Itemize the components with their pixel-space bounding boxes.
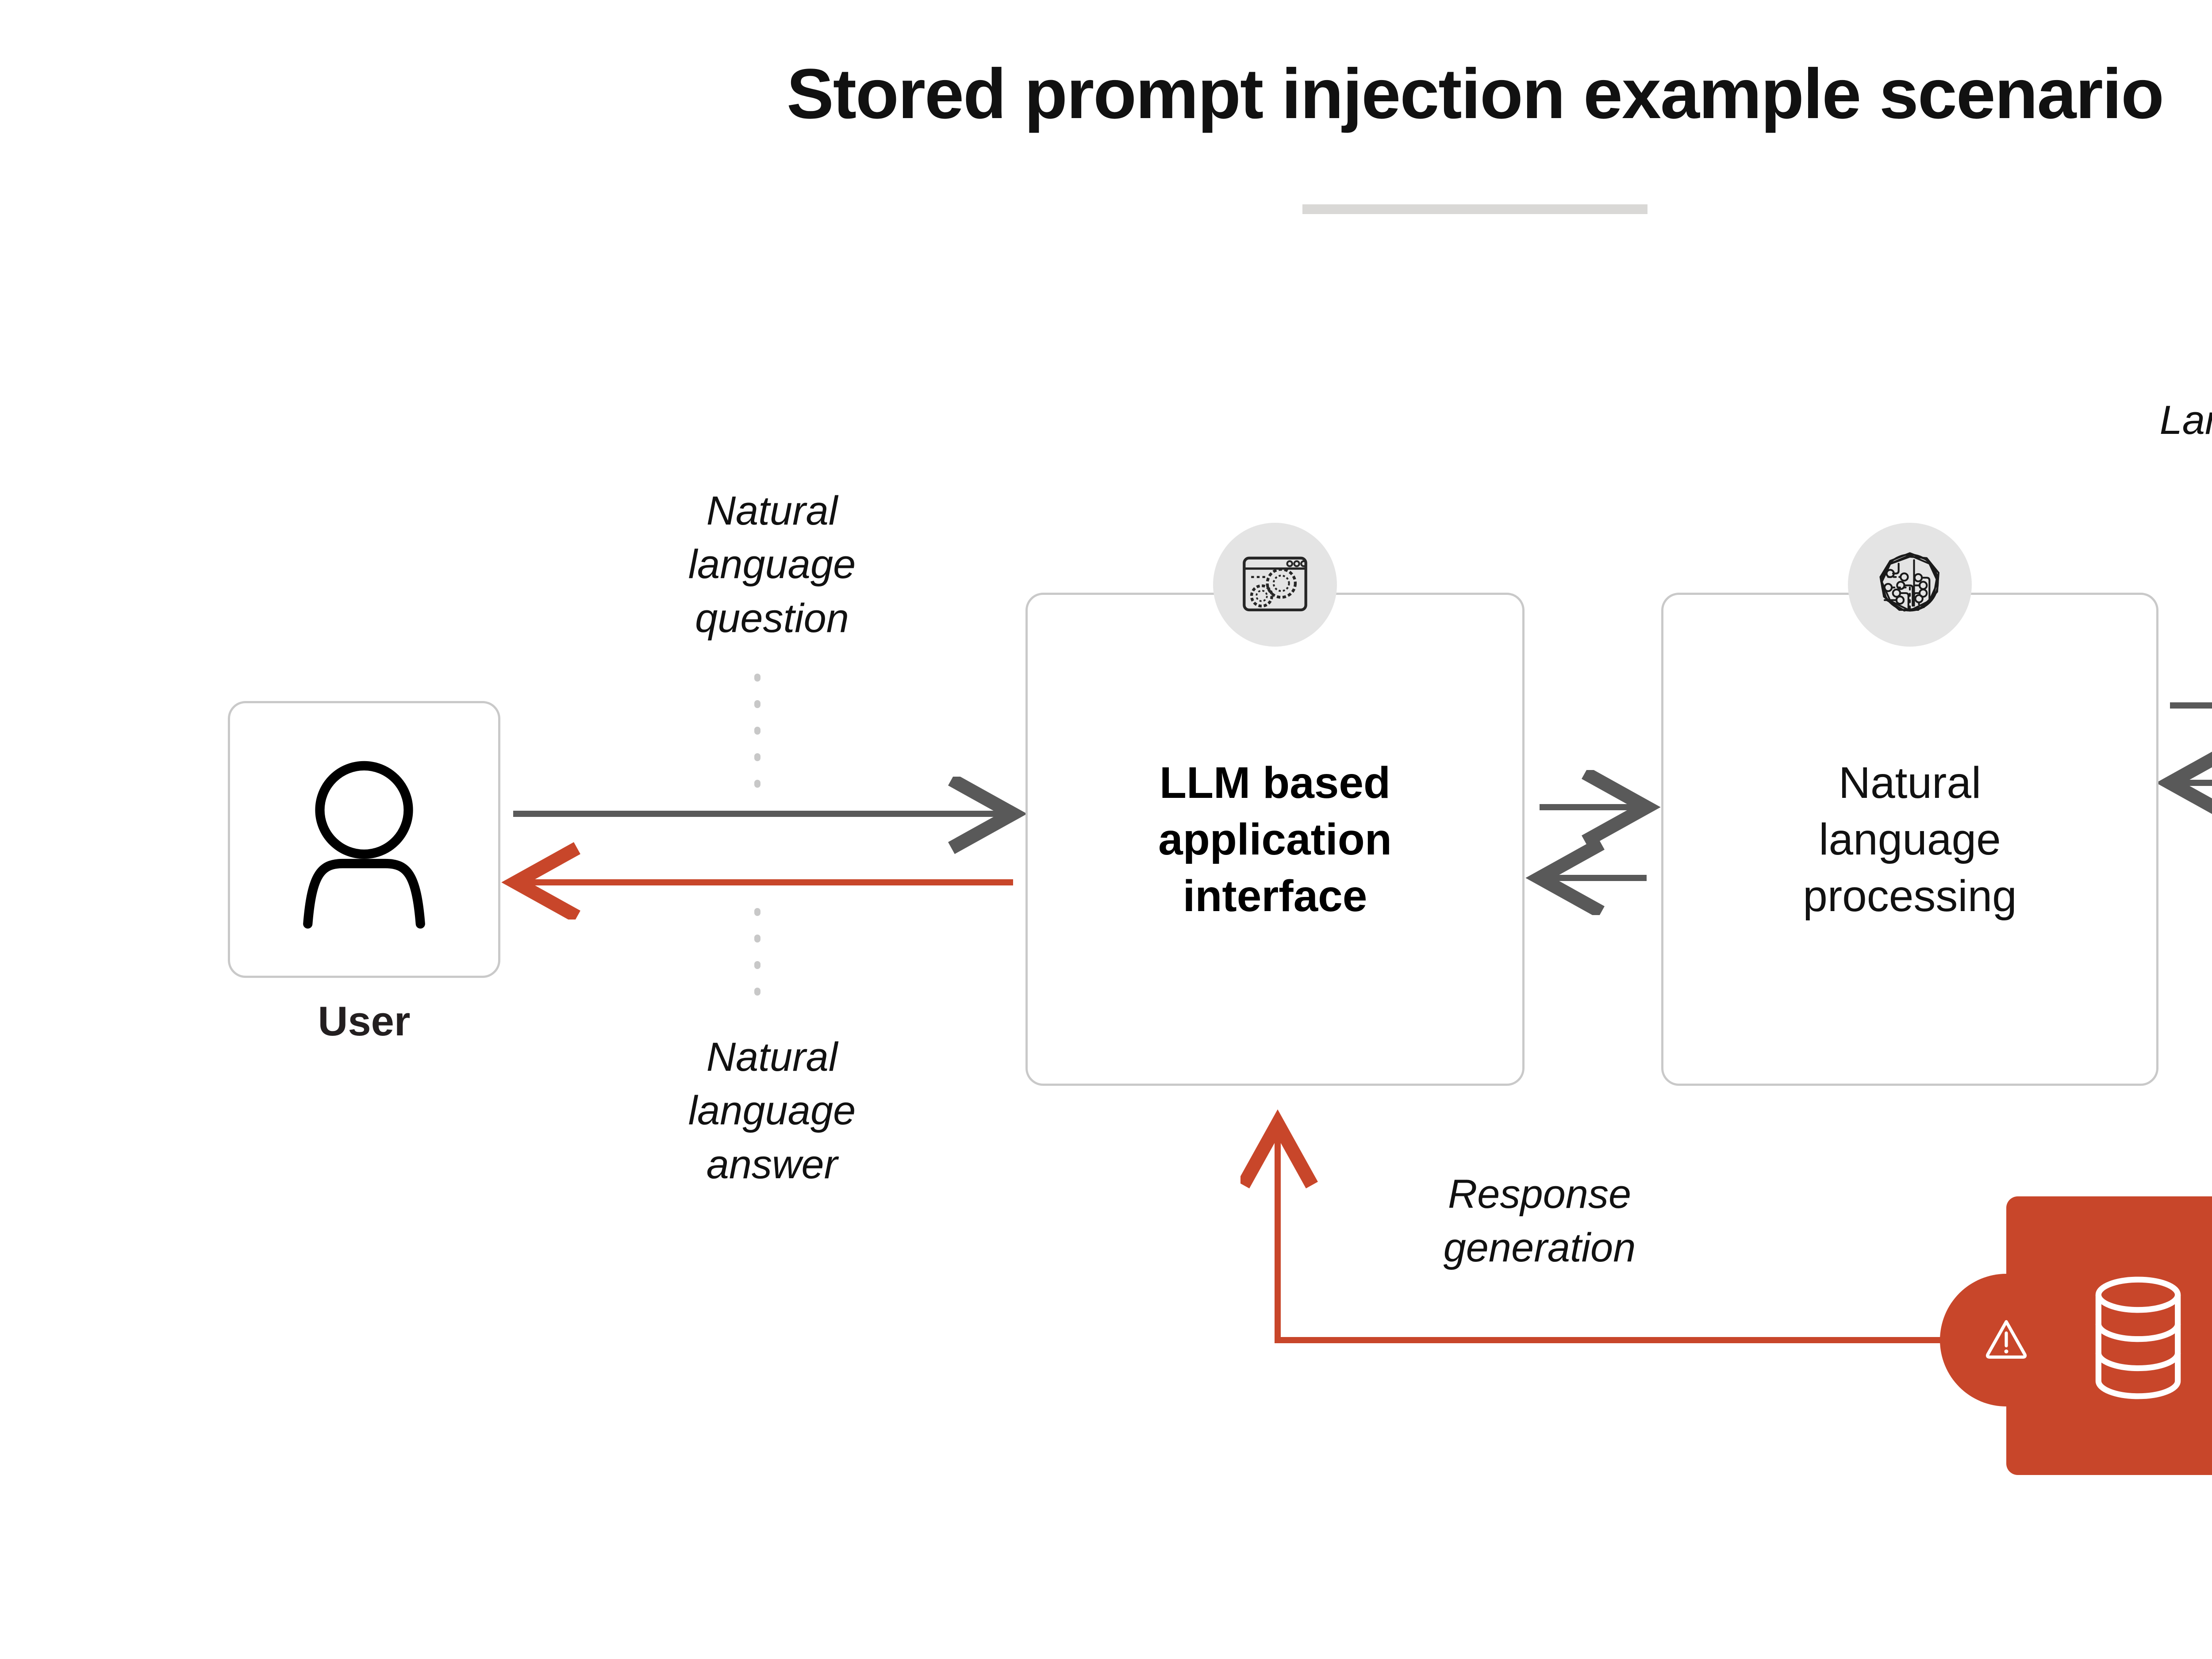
page-title: Stored prompt injection example scenario (787, 54, 2164, 133)
edge-label-response-generation: Response generation (1443, 1172, 1636, 1271)
nlp-icon-badge (1848, 523, 1972, 647)
node-natural-language-processing[interactable]: Natural language processing (1661, 593, 2158, 1086)
circuit-brain-icon (1879, 552, 1940, 612)
node-user[interactable] (228, 701, 500, 978)
node-llm-application-interface[interactable]: LLM based application interface (1025, 593, 1525, 1086)
node-nlp-label: Natural language processing (1803, 758, 2017, 921)
title-divider (1302, 204, 1647, 214)
browser-gears-icon (1243, 556, 1307, 612)
warning-badge (1940, 1274, 2073, 1406)
database-cylinder-icon (2095, 1276, 2181, 1399)
warning-triangle-icon (1985, 1320, 2027, 1359)
database-badge (2076, 1274, 2200, 1402)
edge-label-language-parsing: Language parsing (2159, 398, 2212, 443)
edge-label-natural-language-question: Natural language question (688, 488, 856, 641)
edge-label-natural-language-answer: Natural language answer (688, 1034, 856, 1187)
user-avatar-icon (303, 761, 425, 929)
llm-icon-badge (1213, 523, 1337, 647)
node-user-label: User (318, 998, 411, 1044)
node-llm-label: LLM based application interface (1158, 758, 1392, 921)
